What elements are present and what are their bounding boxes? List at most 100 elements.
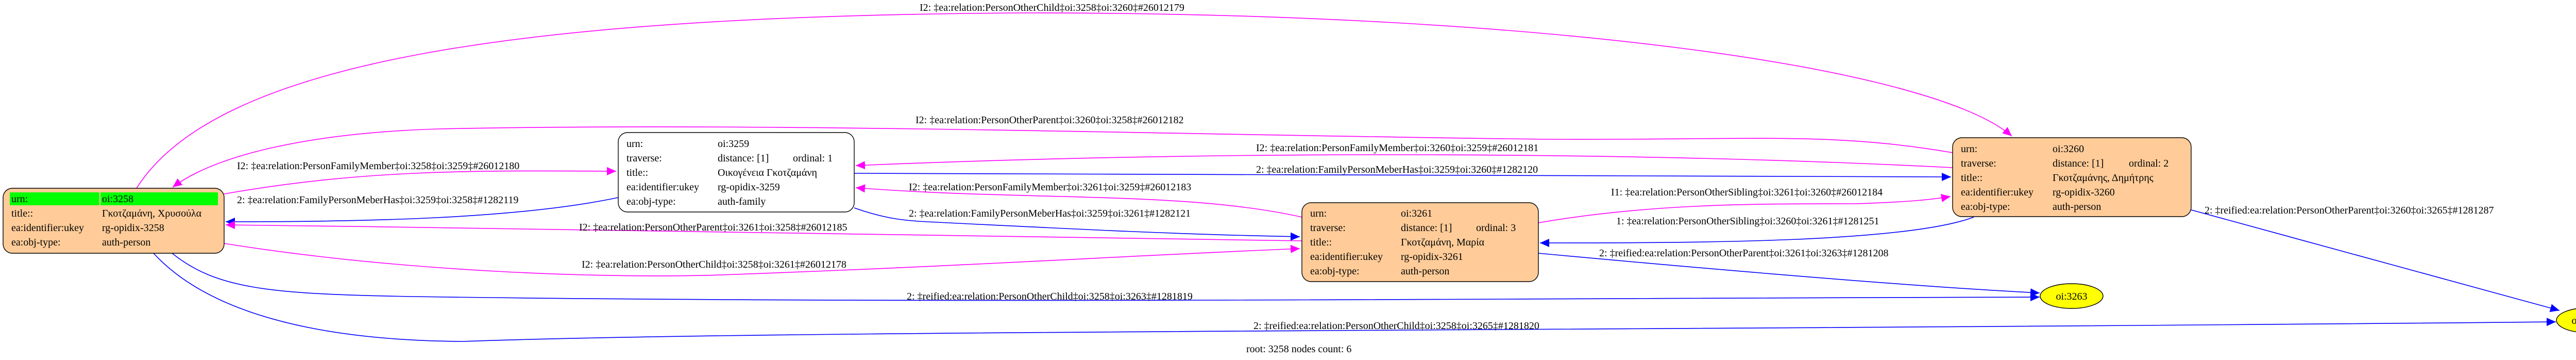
node-row: urn:oi:3261 [1310, 208, 1432, 219]
edge[interactable]: I1: ‡ea:relation:PersonOtherSibling‡oi:3… [1538, 187, 1951, 223]
row-label: ea:identifier:ukey [1961, 187, 2033, 198]
edge-label: 2: ‡ea:relation:FamilyPersonMeberHas‡oi:… [237, 194, 518, 206]
row-label: urn: [626, 138, 643, 150]
edge[interactable]: I2: ‡ea:relation:PersonFamilyMember‡oi:3… [224, 160, 617, 194]
row-value: oi:3258 [102, 193, 133, 205]
edge-label: I2: ‡ea:relation:PersonOtherParent‡oi:32… [579, 222, 847, 233]
row-label: ea:identifier:ukey [11, 222, 84, 234]
row-value: auth-person [1401, 266, 1449, 277]
edge[interactable]: 2: ‡ea:relation:FamilyPersonMeberHas‡oi:… [854, 207, 1300, 241]
node-row: traverse: distance: [1] ordinal: 2 [1961, 158, 2168, 169]
edge-label: 2: ‡reified:ea:relation:PersonOtherParen… [2205, 205, 2494, 216]
edge-line[interactable] [172, 126, 1953, 188]
row-extra: ordinal: 2 [2129, 158, 2168, 169]
edge-line[interactable] [855, 154, 1953, 170]
edge[interactable]: 2: ‡reified:ea:relation:PersonOtherParen… [1538, 248, 2040, 297]
edge-line[interactable] [855, 184, 1302, 218]
edge[interactable]: 2: ‡ea:relation:FamilyPersonMeberHas‡oi:… [225, 194, 619, 226]
row-value: auth-family [718, 196, 766, 207]
node-box[interactable] [618, 132, 855, 212]
node-label: oi:3265 [2571, 315, 2576, 326]
edge[interactable]: 2: ‡reified:ea:relation:PersonOtherParen… [2191, 205, 2560, 312]
row-label: ea:identifier:ukey [1310, 251, 1383, 263]
row-extra: ordinal: 1 [793, 153, 833, 164]
edge[interactable]: I2: ‡ea:relation:PersonOtherParent‡oi:32… [172, 114, 1953, 188]
edge[interactable]: I2: ‡ea:relation:PersonOtherChild‡oi:325… [224, 243, 1300, 276]
edge-label: 2: ‡reified:ea:relation:PersonOtherChild… [907, 291, 1193, 302]
edge-label: I2: ‡ea:relation:PersonFamilyMember‡oi:3… [1256, 142, 1538, 154]
edge-label: 2: ‡reified:ea:relation:PersonOtherChild… [1253, 320, 1539, 332]
row-label: title:: [1961, 172, 1982, 184]
node-box[interactable] [1301, 202, 1539, 282]
row-value: auth-person [2053, 201, 2101, 212]
edge[interactable]: 2: ‡reified:ea:relation:PersonOtherChild… [172, 253, 2040, 302]
node-oi-3260[interactable]: urn:oi:3260 traverse: distance: [1] ordinal… [1952, 137, 2192, 217]
row-value: Γκοτζαμάνη, Χρυσούλα [102, 208, 202, 219]
edge-line[interactable] [2191, 209, 2560, 312]
edge-line[interactable] [1538, 253, 2040, 297]
node-row: title::Γκοτζαμάνη, Μαρία [1310, 237, 1485, 248]
edge-line[interactable] [172, 253, 2040, 302]
node-ellipse[interactable] [2040, 283, 2104, 309]
edge-label: 2: ‡reified:ea:relation:PersonOtherParen… [1599, 248, 1889, 259]
edge-label: I1: ‡ea:relation:PersonOtherSibling‡oi:3… [1611, 187, 1883, 198]
row-label: ea:obj-type: [11, 237, 61, 248]
node-oi-3263[interactable]: oi:3263 [2040, 283, 2104, 309]
node-row: title::Γκοτζαμάνη, Χρυσούλα [11, 208, 202, 219]
node-label: oi:3263 [2056, 291, 2087, 302]
row-label: traverse: [1310, 222, 1346, 234]
edge-line[interactable] [854, 207, 1300, 241]
edge-label: I2: ‡ea:relation:PersonOtherChild‡oi:325… [582, 259, 846, 270]
edge[interactable]: 1: ‡ea:relation:PersonOtherSibling‡oi:32… [1539, 216, 1974, 247]
row-value: rg-opidix-3260 [2053, 187, 2115, 198]
row-label: ea:obj-type: [1310, 266, 1360, 277]
node-box[interactable] [1952, 137, 2192, 217]
row-extra: ordinal: 3 [1476, 222, 1516, 234]
node-row: urn:oi:3258 [10, 192, 218, 205]
node-row: urn:oi:3260 [1961, 143, 2084, 155]
node-row: ea:obj-type:auth-family [626, 196, 766, 207]
edge[interactable]: I2: ‡ea:relation:PersonFamilyMember‡oi:3… [855, 182, 1302, 218]
edge-label: I2: ‡ea:relation:PersonOtherParent‡oi:32… [916, 114, 1183, 126]
edge-label: I2: ‡ea:relation:PersonOtherChild‡oi:325… [920, 2, 1184, 13]
edge-line[interactable] [136, 12, 2012, 189]
edge-line[interactable] [1539, 217, 1974, 247]
node-row: title::Γκοτζαμάνης, Δημήτρης [1961, 172, 2154, 184]
row-label: urn: [1961, 143, 1977, 155]
node-row: urn:oi:3259 [626, 138, 749, 150]
row-value: distance: [1] [718, 153, 769, 164]
edge-line[interactable] [1538, 194, 1951, 223]
edge[interactable]: I2: ‡ea:relation:PersonOtherParent‡oi:32… [225, 221, 1302, 241]
edge-line[interactable] [224, 167, 617, 194]
edge[interactable]: I2: ‡ea:relation:PersonFamilyMember‡oi:3… [855, 142, 1953, 170]
edge-label: 1: ‡ea:relation:PersonOtherSibling‡oi:32… [1616, 216, 1879, 227]
row-value: distance: [1] [1401, 222, 1452, 234]
edge-label: 2: ‡ea:relation:FamilyPersonMeberHas‡oi:… [1256, 164, 1538, 175]
node-row: ea:obj-type:auth-person [11, 237, 150, 248]
row-label: ea:identifier:ukey [626, 182, 699, 193]
edge[interactable]: 2: ‡reified:ea:relation:PersonOtherChild… [153, 253, 2556, 342]
row-label: title:: [626, 167, 648, 178]
row-label: traverse: [1961, 158, 1996, 169]
row-value: oi:3261 [1401, 208, 1432, 219]
node-ellipse[interactable] [2556, 308, 2576, 333]
root-highlight-value [100, 192, 218, 205]
node-oi-3261[interactable]: urn:oi:3261 traverse: distance: [1] ordinal… [1301, 202, 1539, 282]
edge[interactable]: I2: ‡ea:relation:PersonOtherChild‡oi:325… [136, 2, 2012, 189]
edge-line[interactable] [854, 172, 1952, 181]
edge-line[interactable] [224, 243, 1300, 276]
edge-label: I2: ‡ea:relation:PersonFamilyMember‡oi:3… [909, 182, 1191, 193]
edge-line[interactable] [153, 253, 2556, 342]
row-value: distance: [1] [2053, 158, 2104, 169]
edge[interactable]: 2: ‡ea:relation:FamilyPersonMeberHas‡oi:… [854, 164, 1952, 181]
node-row: ea:obj-type:auth-person [1961, 201, 2101, 212]
edge-line[interactable] [225, 197, 619, 226]
node-oi-3265[interactable]: oi:3265 [2556, 308, 2576, 333]
